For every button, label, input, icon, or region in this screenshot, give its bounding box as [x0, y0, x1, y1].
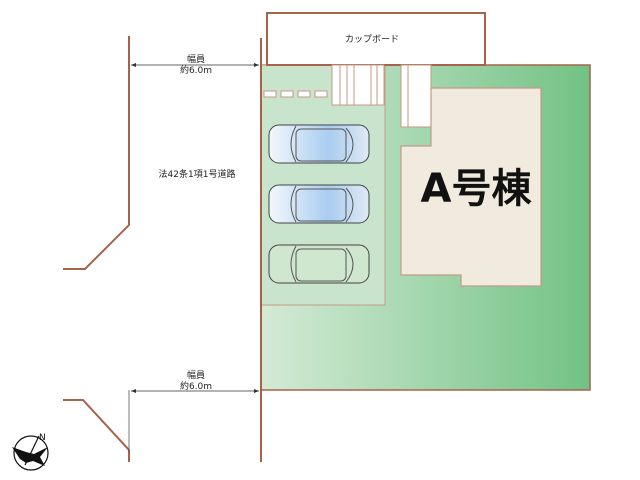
car-2: [268, 184, 370, 224]
road-width-title-bottom: 幅員: [187, 369, 205, 381]
north-compass-icon: N: [12, 433, 49, 471]
road-edge-bottom: [63, 399, 130, 462]
building-label: A号棟: [421, 166, 533, 212]
car-3: [268, 244, 370, 284]
compass-n-label: N: [39, 433, 46, 443]
car-1: [268, 124, 370, 164]
cupboard-label: カップボード: [345, 34, 399, 45]
building-a: [400, 87, 542, 287]
steps: [331, 64, 432, 128]
pavers: [263, 90, 328, 98]
road-width-title-top: 幅員: [187, 53, 205, 65]
road-edge-top: [63, 36, 130, 270]
road-width-value-bottom: 約6.0m: [180, 380, 212, 392]
road-type-label: 法42条1項1号道路: [159, 168, 236, 180]
cupboard: [266, 12, 486, 66]
road-width-value-top: 約6.0m: [180, 64, 212, 76]
